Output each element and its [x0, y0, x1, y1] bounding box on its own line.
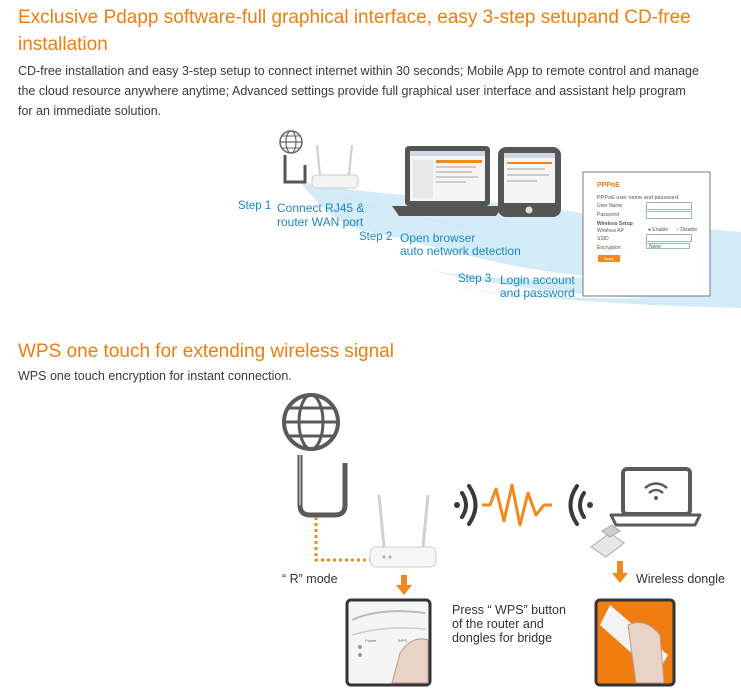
wireless-setup-heading: Wireless Setup — [597, 221, 633, 227]
section1-paragraph-line3: for an immediate solution. — [18, 104, 162, 118]
setup-steps-illustration — [279, 130, 741, 308]
router-small — [311, 144, 359, 189]
encryption-value: None — [649, 244, 661, 250]
step1-label: Step 1 — [238, 200, 272, 212]
section1-paragraph-line1: CD-free installation and easy 3-step set… — [18, 64, 699, 78]
encryption-label: Encryption — [597, 245, 621, 251]
password-label: Password — [597, 212, 619, 218]
step3-line1: Login account — [500, 273, 575, 287]
wps-illustration — [282, 393, 702, 687]
form-title: PPPoE — [597, 182, 620, 189]
globe-icon — [282, 393, 340, 451]
press-wps-line3: dongles for bridge — [452, 631, 553, 645]
user-name-label: User Name — [597, 203, 623, 209]
arrow-down-icon-right — [612, 561, 628, 583]
step2-label: Step 2 — [359, 231, 393, 243]
globe-icon-small — [279, 130, 303, 154]
apply-label: Apply — [603, 256, 614, 261]
section2-title: WPS one touch for extending wireless sig… — [18, 341, 394, 362]
step3-label: Step 3 — [458, 273, 492, 285]
section1-title-line1: Exclusive Pdapp software-full graphical … — [18, 7, 691, 28]
step1-line1: Connect RJ45 & — [277, 201, 365, 215]
cable-thick — [297, 455, 348, 518]
wireless-ap-label: Wireless AP — [597, 228, 624, 234]
apply-button[interactable]: Apply — [598, 255, 620, 262]
step2-line2: auto network detection — [400, 244, 521, 258]
laptop-icon — [392, 146, 503, 216]
section2-subtitle: WPS one touch encryption for instant con… — [18, 369, 292, 383]
dotted-link — [314, 517, 378, 562]
arrow-down-icon-left — [396, 575, 412, 595]
disable-label: Disable — [680, 227, 698, 233]
ssid-label: SSID — [597, 236, 609, 242]
router-press-photo — [345, 598, 432, 687]
ssid-input[interactable] — [646, 234, 692, 242]
router-panel-label-wps: WPS — [398, 638, 408, 643]
encryption-select[interactable]: None — [646, 243, 690, 250]
password-input[interactable] — [646, 211, 692, 219]
cable-small — [283, 155, 307, 184]
tablet-icon — [498, 147, 561, 217]
step1-line2: router WAN port — [277, 215, 364, 229]
router-icon — [369, 494, 437, 568]
dongle-press-photo — [594, 598, 676, 687]
r-mode-label: “ R” mode — [282, 572, 338, 586]
wireless-dongle-label: Wireless dongle — [636, 572, 725, 586]
signal-waves-right-icon — [568, 484, 593, 526]
press-wps-line2: of the router and — [452, 617, 544, 631]
enable-label: Enable — [652, 227, 668, 233]
signal-waves-left-icon — [454, 484, 478, 526]
user-name-input[interactable] — [646, 202, 692, 210]
section1-title-line2: installation — [18, 34, 108, 55]
router-panel-label-power: Power — [365, 638, 377, 643]
form-subtitle: PPPoE user name and password — [597, 195, 679, 201]
disable-radio[interactable]: ○ Disable — [676, 227, 698, 233]
signal-zigzag — [482, 483, 552, 527]
step2-line1: Open browser — [400, 231, 476, 245]
press-wps-line1: Press “ WPS” button — [452, 603, 566, 617]
usb-dongle-icon — [590, 524, 625, 558]
step3-line2: and password — [500, 286, 575, 300]
laptop-wifi-icon — [609, 467, 702, 527]
enable-radio[interactable]: ● Enable — [648, 227, 668, 233]
section1-paragraph-line2: the cloud resource anywhere anytime; Adv… — [18, 84, 686, 98]
